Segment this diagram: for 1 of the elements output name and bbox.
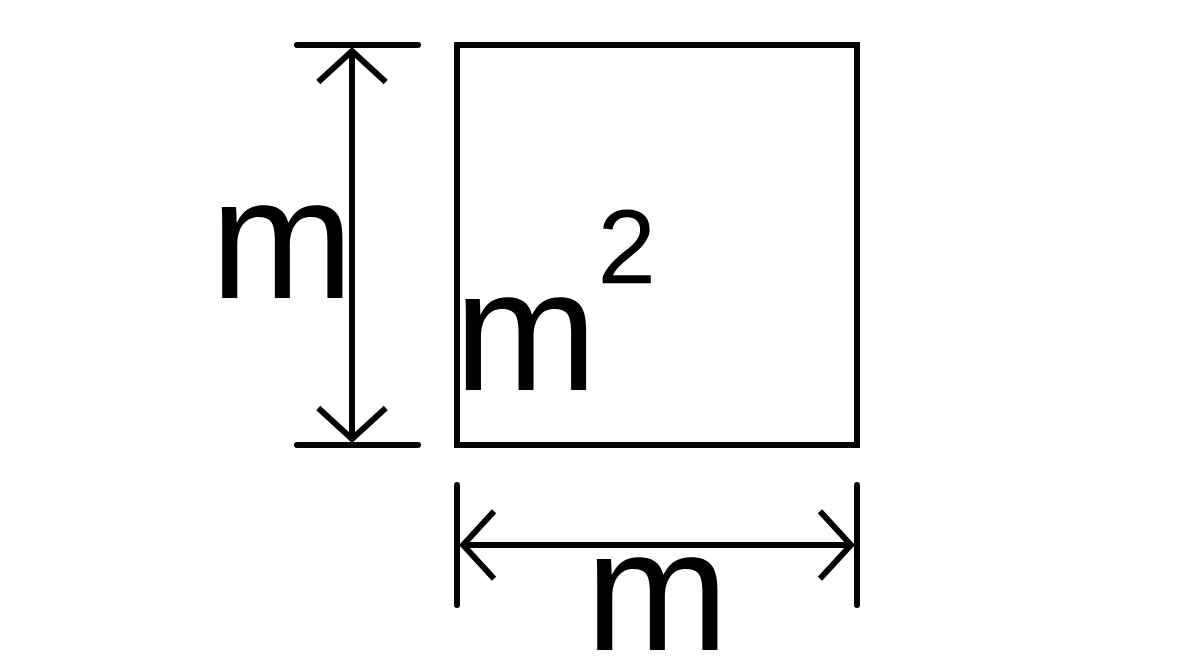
square: m2	[454, 42, 860, 448]
